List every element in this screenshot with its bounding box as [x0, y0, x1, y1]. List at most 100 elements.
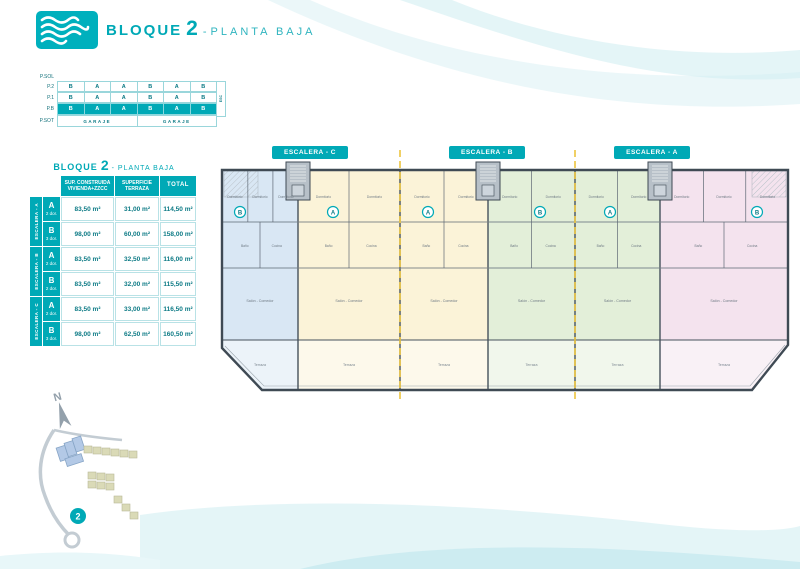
terraza-value: 32,50 m² [115, 247, 159, 271]
table-group-label: ESCALERA - B [30, 247, 42, 296]
total-value: 116,50 m² [160, 297, 196, 321]
sup-value: 83,50 m² [61, 247, 114, 271]
room-label: Dormitorio [227, 195, 242, 199]
room-label: Baño [325, 244, 333, 248]
terraza-value: 32,00 m² [115, 272, 159, 296]
room-label: Dormitorio [278, 195, 293, 199]
floor-label: P.SOT [39, 118, 54, 124]
floor-cells [57, 73, 217, 81]
unit-marker-letter: A [331, 210, 336, 216]
road [53, 428, 123, 442]
unit-marker-letter: B [755, 210, 760, 216]
unit-dorm: 2 dor. [45, 310, 58, 316]
wave-band [0, 552, 160, 569]
unit-marker-circle [326, 205, 340, 219]
room-label: Dormitorio [458, 195, 473, 199]
building-outline [220, 168, 790, 392]
unit-letter-cell: B [190, 92, 217, 103]
room-label: Terraza [438, 363, 450, 367]
room-label: Dormitorio [252, 195, 267, 199]
areas-table: BLOQUE 2 - PLANTA BAJA SUP. CONSTRUIDA V… [30, 157, 198, 346]
unit-letter-cell: A [111, 81, 138, 92]
room-label: Dormitorio [760, 195, 775, 199]
wave-band [300, 547, 800, 569]
title-block-word: BLOQUE [106, 22, 183, 39]
terrace-area [298, 340, 400, 390]
unit-letter: A [48, 201, 55, 210]
unit-marker-circle [533, 205, 547, 219]
unit-letter: B [48, 276, 55, 285]
escalera-label: ESCALERA - B [33, 253, 39, 290]
table-grid: SUP. CONSTRUIDA VIVIENDA+ZZCC SUPERFICIE… [30, 176, 198, 346]
garage-cell: GARAJE [57, 115, 138, 127]
table-group-label: ESCALERA - C [30, 297, 42, 346]
unit-dorm: 2 dor. [45, 285, 58, 291]
terraza-value: 62,50 m² [115, 322, 159, 346]
room-label: Baño [597, 244, 605, 248]
unit-letter-cell: A [111, 92, 138, 103]
room-label: Dormitorio [502, 195, 517, 199]
title-floor: PLANTA BAJA [210, 26, 316, 38]
unit-letter-cell: A [111, 103, 138, 115]
room-label: Baño [423, 244, 431, 248]
unit-letter: B [48, 226, 55, 235]
unit-letter-cell: A [164, 92, 191, 103]
table-group-label: ESCALERA - A [30, 197, 42, 246]
elevator-shaft [291, 184, 305, 197]
total-value: 116,00 m² [160, 247, 196, 271]
room-label: Cocina [747, 244, 757, 248]
room-label: Terraza [718, 363, 730, 367]
parapet-line [224, 344, 786, 387]
north-label: N [52, 391, 63, 405]
header-spacer [30, 176, 60, 196]
room-label: Cocina [366, 244, 376, 248]
unit-dorm: 2 dor. [45, 260, 58, 266]
room-label: Dormitorio [316, 195, 331, 199]
unit-marker-circle [750, 205, 764, 219]
waves-icon [40, 16, 90, 45]
road [38, 429, 71, 537]
neighbor-buildings [83, 445, 139, 520]
unit-letter-cell: B [57, 81, 85, 92]
room-label: Dormitorio [589, 195, 604, 199]
escalera-label: ESCALERA - C [33, 303, 39, 340]
col-header-total: TOTAL [160, 176, 196, 196]
room-label: Terraza [612, 363, 624, 367]
brand-logo [36, 11, 98, 49]
unit-marker-letter: B [238, 210, 243, 216]
table-title-floor: - PLANTA BAJA [111, 165, 175, 172]
unit-letter-cell: B [57, 92, 85, 103]
room-label: Dormitorio [367, 195, 382, 199]
unit-letter-cell: A [164, 103, 191, 115]
room-label: Salón - Comedor [710, 299, 738, 303]
unit-letter-cell: B [137, 92, 164, 103]
sup-value: 98,00 m² [61, 222, 114, 246]
block-number: 2 [75, 512, 80, 522]
room-label: Cocina [631, 244, 641, 248]
unit-letter: A [48, 301, 55, 310]
wave-band [268, 0, 800, 107]
unit-marker-letter: B [538, 210, 543, 216]
terrace-area [575, 340, 660, 390]
unit-letter-cell: B [57, 103, 85, 115]
col-header-superficie-terraza: SUPERFICIE TERRAZA [115, 176, 159, 196]
elevator-shaft [653, 184, 667, 197]
unit-dorm: 3 dor. [45, 335, 58, 341]
terraza-value: 31,00 m² [115, 197, 159, 221]
elevator-shaft [481, 184, 495, 197]
header-line: SUP. CONSTRUIDA [64, 179, 111, 186]
